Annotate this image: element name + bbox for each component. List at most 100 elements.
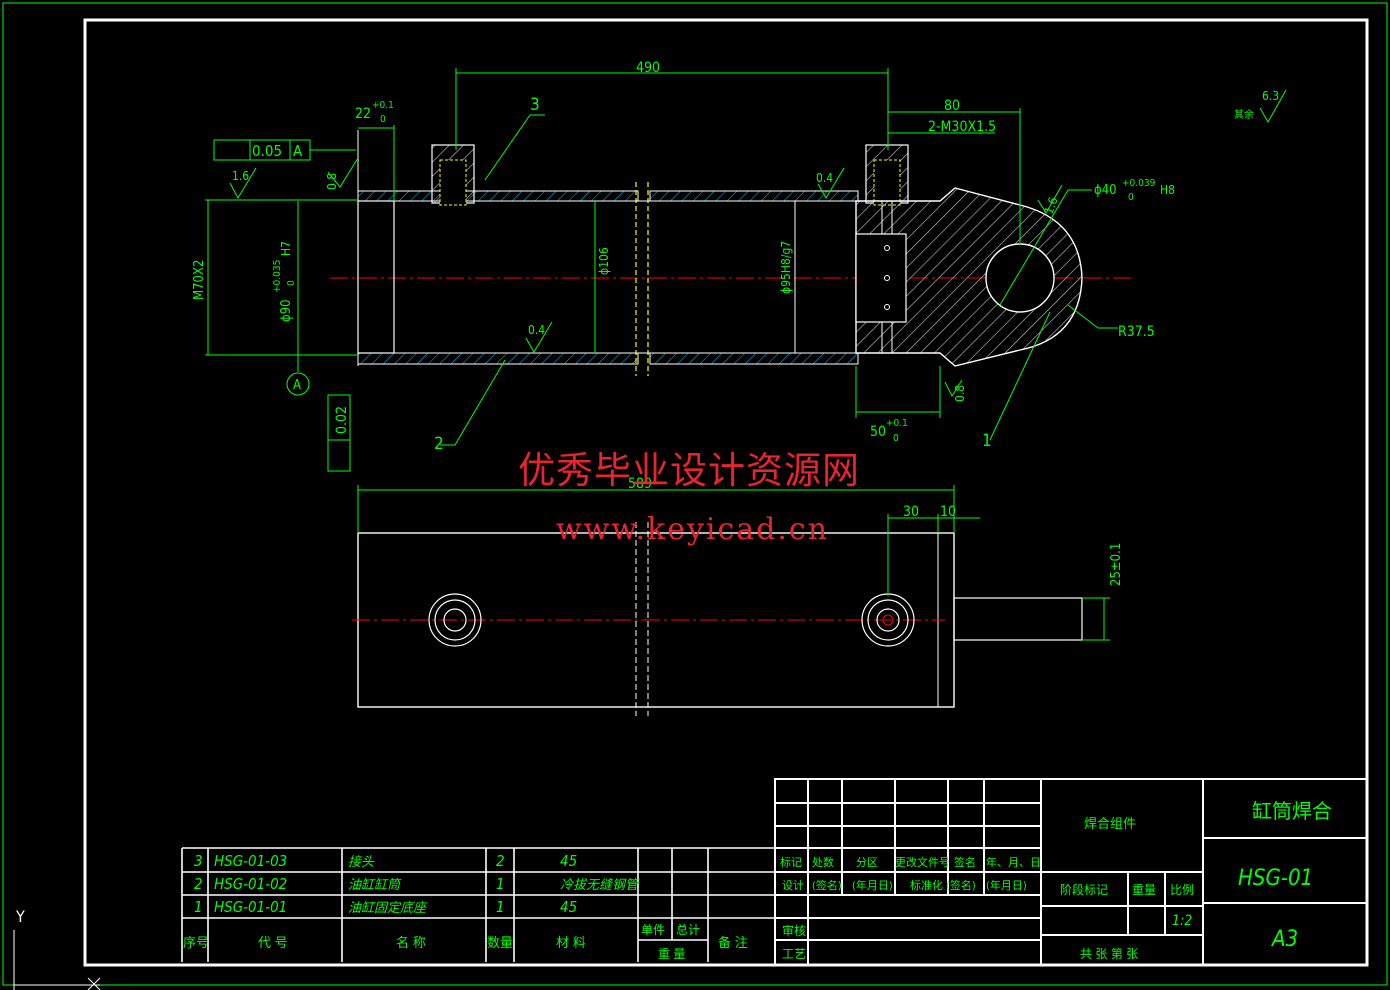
dim-d95: ϕ95H8/g7: [779, 241, 793, 294]
dim-80: 80: [944, 98, 960, 114]
tb-sign3: (签名): [946, 878, 976, 892]
tb-change-doc: 更改文件号: [895, 855, 950, 869]
tb-sign2: (签名): [812, 878, 842, 892]
top-view: [352, 522, 1083, 716]
tb-size: A3: [1270, 927, 1298, 952]
bom-row-1-qty: 1: [496, 898, 505, 916]
tb-process: 工艺: [782, 947, 806, 961]
bom-row-2-no: 2: [194, 875, 203, 893]
bom-row-3-material: 45: [560, 852, 577, 870]
ra-0-8-b: 0.8: [953, 385, 967, 402]
top-dimension-text: 589 30 10 25±0.1: [628, 476, 1124, 586]
top-dimensions: [357, 485, 1110, 641]
dim-22-lo: 0: [380, 114, 386, 125]
bom-row-1-material: 45: [560, 898, 577, 916]
bom-table: [181, 847, 775, 962]
front-view: [330, 130, 1135, 376]
bom-h-material: 材 料: [556, 936, 586, 951]
tb-title: 缸筒焊合: [1252, 799, 1332, 823]
bom-h-qty: 数量: [487, 936, 513, 951]
tb-zone: 分区: [856, 856, 878, 869]
watermark-url: www.keyicad.cn: [556, 512, 830, 547]
tb-review: 审核: [782, 923, 806, 938]
dim-thread: 2-M30X1.5: [928, 119, 996, 135]
tb-scale: 1:2: [1172, 913, 1192, 929]
bom-h-unit: 单件: [641, 923, 665, 937]
bom-h-no: 序号: [183, 936, 209, 951]
balloon-3: 3: [530, 95, 540, 115]
bom-text: 3 HSG-01-03 接头 2 45 2 HSG-01-02 油缸缸筒 1 冷…: [194, 852, 640, 916]
tb-scale-label: 比例: [1170, 883, 1194, 897]
tb-date2: (年月日): [852, 878, 893, 892]
tb-sheets: 共 张 第 张: [1080, 947, 1138, 961]
tb-design: 设计: [782, 879, 804, 892]
bom-h-name: 名 称: [396, 935, 426, 951]
bom-row-2-material: 冷拔无缝钢管: [560, 878, 640, 893]
flatness-value: 0.02: [334, 406, 350, 434]
rest-label: 其余: [1234, 108, 1254, 121]
dim-d106: ϕ106: [597, 247, 611, 275]
ra-0-8-a: 0.8: [325, 173, 339, 190]
drawing-frame: [83, 18, 1369, 967]
dim-25: 25±0.1: [1109, 543, 1124, 586]
balloon-2: 2: [434, 434, 444, 454]
ra-1-6-a: 1.6: [232, 169, 249, 183]
balloon-1: 1: [982, 431, 992, 451]
tb-weight: 重量: [1132, 883, 1156, 897]
bom-row-1-no: 1: [194, 898, 203, 916]
geo-tol-value: 0.05: [252, 142, 282, 160]
dim-d40-lo: 0: [1128, 192, 1134, 203]
bom-row-3-name: 接头: [348, 855, 375, 870]
bom-h-code: 代 号: [258, 936, 288, 951]
tb-std: 标准化: [910, 878, 943, 892]
bom-row-3-qty: 2: [496, 852, 505, 870]
bom-h-remark: 备 注: [718, 935, 748, 951]
dim-50-lo: 0: [893, 433, 899, 444]
dim-d40-fit: H8: [1160, 183, 1175, 197]
bom-row-2-qty: 1: [496, 875, 505, 893]
bom-header: 序号 代 号 名 称 数量 材 料 单件 总计 重 量 备 注: [183, 923, 748, 961]
dim-30: 30: [903, 504, 919, 520]
dim-d90-up: +0.035: [272, 260, 283, 293]
ucs-y-label: Y: [15, 907, 25, 926]
ra-0-4-a: 0.4: [816, 171, 833, 185]
dim-50-up: +0.1: [886, 418, 908, 429]
tb-sign: 签名: [954, 855, 976, 869]
title-block-text: 焊合组件 缸筒焊合 HSG-01 A3 阶段标记 重量 比例 1:2 共 张 第…: [780, 799, 1332, 961]
bom-row-3-code: HSG-01-03: [214, 852, 287, 870]
ra-0-4-b: 0.4: [528, 323, 545, 337]
bom-row-1-name: 油缸固定底座: [348, 900, 428, 916]
dim-d90-fit: H7: [279, 241, 293, 256]
datum-a-label: A: [293, 378, 301, 393]
ucs-axis-icon: [13, 930, 101, 990]
front-dimension-text: 490 80 2-M30X1.5 22 +0.1 0 0.05 A 1.6 0.…: [192, 60, 1279, 454]
dim-m70: M70X2: [192, 260, 207, 300]
dim-d40: ϕ40: [1094, 183, 1117, 198]
title-block-grid: [774, 778, 1368, 966]
geo-tol-datum: A: [293, 142, 303, 160]
tb-rev-mark: 标记: [780, 855, 802, 869]
rest-ra: 6.3: [1262, 89, 1279, 103]
dim-490: 490: [636, 60, 660, 76]
bom-h-weight: 重 量: [658, 947, 685, 961]
watermark-cn: 优秀毕业设计资源网: [518, 449, 860, 492]
dim-r375: R37.5: [1118, 324, 1155, 340]
tb-count: 处数: [812, 856, 834, 869]
dim-50: 50: [870, 424, 886, 440]
dim-22-up: +0.1: [372, 100, 394, 111]
dim-589: 589: [628, 476, 652, 492]
dim-10: 10: [940, 504, 956, 520]
bom-row-1-code: HSG-01-01: [214, 898, 287, 916]
tb-drawing-no: HSG-01: [1238, 866, 1313, 891]
tb-stage: 阶段标记: [1060, 882, 1108, 897]
dim-22: 22: [355, 106, 371, 122]
bom-row-2-code: HSG-01-02: [214, 875, 287, 893]
ra-1-6-b: 1.6: [1042, 195, 1061, 216]
dim-d40-up: +0.039: [1122, 178, 1156, 189]
bom-row-3-no: 3: [194, 852, 203, 870]
tb-assembly: 焊合组件: [1084, 816, 1136, 832]
bom-h-total: 总计: [676, 923, 700, 937]
front-dimensions: [205, 68, 1287, 472]
